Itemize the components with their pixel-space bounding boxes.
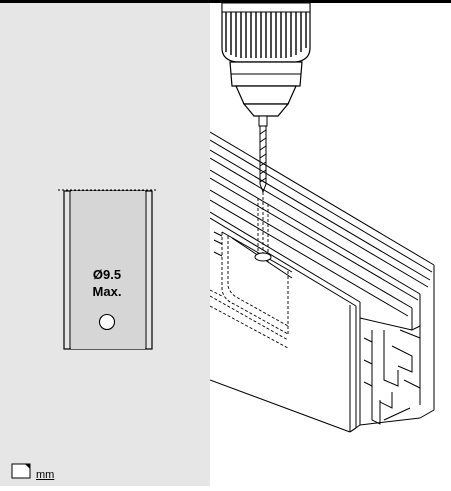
cavity <box>213 231 293 279</box>
hidden-lines <box>209 192 289 349</box>
hole-marker-icon <box>98 313 116 331</box>
top-rule <box>0 0 451 3</box>
detail-panel: Ø9.5 Max. mm <box>0 3 210 486</box>
drill-icon <box>221 2 311 194</box>
units-label: mm <box>36 469 55 481</box>
illustration-panel <box>209 2 451 486</box>
drilled-hole <box>254 252 272 262</box>
drilling-illustration <box>209 2 435 433</box>
hole-diameter-label: Ø9.5 <box>92 267 122 282</box>
profile-detail-drawing <box>11 189 158 479</box>
rail-profile <box>209 131 435 433</box>
max-label: Max. <box>92 284 122 299</box>
units-corner-icon <box>11 463 31 479</box>
